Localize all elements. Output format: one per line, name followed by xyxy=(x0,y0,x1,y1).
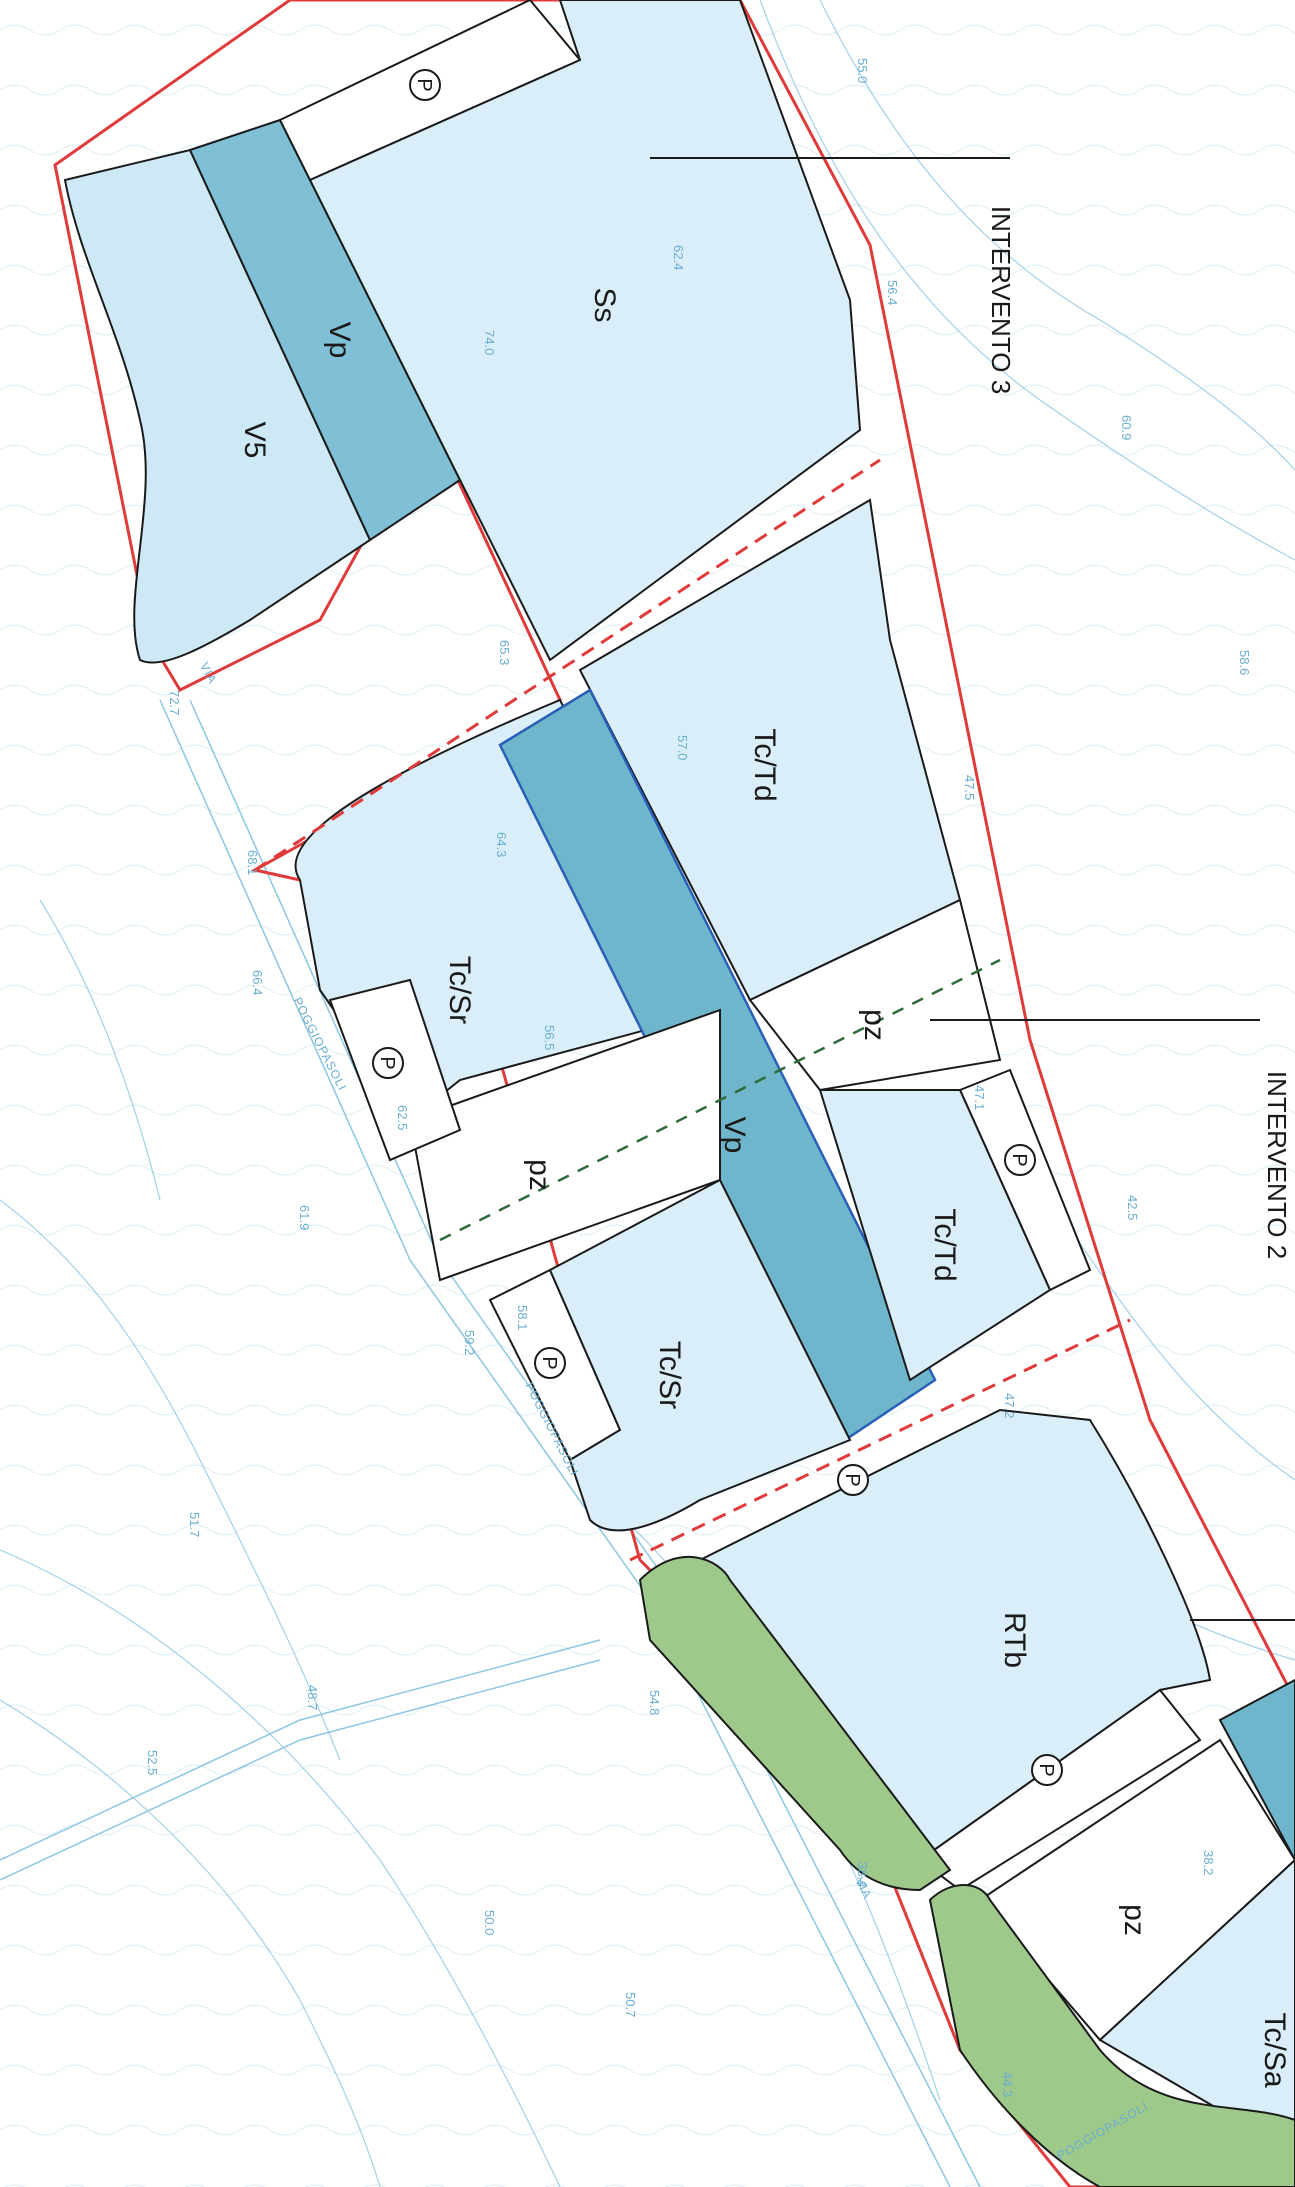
elev-25: 56.5 xyxy=(542,1025,557,1050)
zone-v5[interactable] xyxy=(63,148,372,664)
elev-13: 51.7 xyxy=(187,1512,202,1537)
parking-rtb[interactable] xyxy=(918,1688,1202,1892)
svg-text:P: P xyxy=(538,1356,560,1369)
label-tc-td-south: Tc/Td xyxy=(928,1208,961,1281)
elev-29: 62.5 xyxy=(395,1105,410,1130)
label-tc-sa: Tc/Sa xyxy=(1258,2012,1291,2087)
elev-3: 58.6 xyxy=(1237,650,1252,675)
label-v5: V5 xyxy=(238,422,271,459)
zone-pz-east[interactable] xyxy=(748,898,1002,1092)
elev-8: 44.3 xyxy=(1000,2072,1015,2097)
elev-20: 74.0 xyxy=(482,330,497,355)
svg-text:P: P xyxy=(1035,1763,1057,1776)
label-tc-td-north: Tc/Td xyxy=(748,728,781,801)
elev-12: 48.7 xyxy=(305,1685,320,1710)
intervention-separators xyxy=(254,458,1131,1562)
elev-22: 56.4 xyxy=(885,280,900,305)
label-rtb: RTb xyxy=(998,1612,1031,1668)
label-intervento-3: INTERVENTO 3 xyxy=(986,206,1016,394)
zone-tc-sa[interactable] xyxy=(1098,1858,1295,2122)
elev-14: 61.9 xyxy=(297,1205,312,1230)
elev-7: 38.2 xyxy=(1201,1850,1216,1875)
elev-10: 50.0 xyxy=(482,1910,497,1935)
elev-23: 57.0 xyxy=(675,735,690,760)
parking-symbols: P P P P P P xyxy=(372,69,1063,1786)
parking-icon[interactable]: P xyxy=(837,1464,869,1496)
zone-green-south[interactable] xyxy=(928,1884,1295,2187)
label-pz-west: pz xyxy=(523,1159,556,1191)
svg-text:P: P xyxy=(1008,1153,1030,1166)
label-ss: Ss xyxy=(588,287,621,322)
label-tc-sr-north: Tc/Sr xyxy=(443,956,476,1024)
svg-text:P: P xyxy=(841,1473,863,1486)
parking-icon[interactable]: P xyxy=(1004,1144,1036,1176)
parking-icon[interactable]: P xyxy=(1031,1754,1063,1786)
parking-icon[interactable]: P xyxy=(409,69,441,101)
zone-green-strip[interactable] xyxy=(638,1555,952,1892)
parking-icon[interactable]: P xyxy=(534,1347,566,1379)
elev-30: 38.4 xyxy=(855,1862,870,1887)
elev-21: 62.4 xyxy=(671,245,686,270)
zone-vp-south[interactable] xyxy=(1218,1678,1295,1861)
elev-9: 50.7 xyxy=(623,1992,638,2017)
label-intervento-2: INTERVENTO 2 xyxy=(1262,1071,1292,1259)
elev-18: 65.3 xyxy=(497,640,512,665)
label-vp-north: Vp xyxy=(323,322,356,359)
elev-24: 64.3 xyxy=(494,832,509,857)
zone-ss[interactable] xyxy=(308,0,862,662)
elevation-labels: 55.0 60.9 58.6 47.5 42.5 47.2 38.2 44.3 … xyxy=(145,58,1252,2097)
elev-28: 66.4 xyxy=(250,970,265,995)
elev-17: 58.1 xyxy=(515,1305,530,1330)
zone-tc-sr-south[interactable] xyxy=(548,1178,852,1532)
elev-15: 59.2 xyxy=(462,1330,477,1355)
elev-6: 47.2 xyxy=(1002,1393,1017,1418)
zone-pz-south[interactable] xyxy=(978,1738,1295,2042)
label-pz-east: pz xyxy=(858,1009,891,1041)
elev-1: 55.0 xyxy=(855,58,870,83)
svg-text:P: P xyxy=(376,1056,398,1069)
svg-text:P: P xyxy=(413,78,435,91)
elev-4: 47.5 xyxy=(962,775,977,800)
label-pz-south: pz xyxy=(1118,1904,1151,1936)
elev-2: 60.9 xyxy=(1119,415,1134,440)
label-tc-sr-south: Tc/Sr xyxy=(653,1341,686,1409)
elev-16: 54.8 xyxy=(647,1690,662,1715)
elev-27: 68.1 xyxy=(245,850,260,875)
green-dashed-axis xyxy=(439,958,1001,1242)
label-vp-central: Vp xyxy=(718,1117,751,1154)
elev-26: 47.1 xyxy=(972,1085,987,1110)
elev-19: 72.7 xyxy=(167,690,182,715)
parking-icon[interactable]: P xyxy=(372,1047,404,1079)
elev-11: 52.5 xyxy=(145,1750,160,1775)
zone-tc-td-south[interactable] xyxy=(818,1089,1052,1382)
zone-tc-td-north[interactable] xyxy=(578,498,962,1002)
elev-5: 42.5 xyxy=(1125,1195,1140,1220)
